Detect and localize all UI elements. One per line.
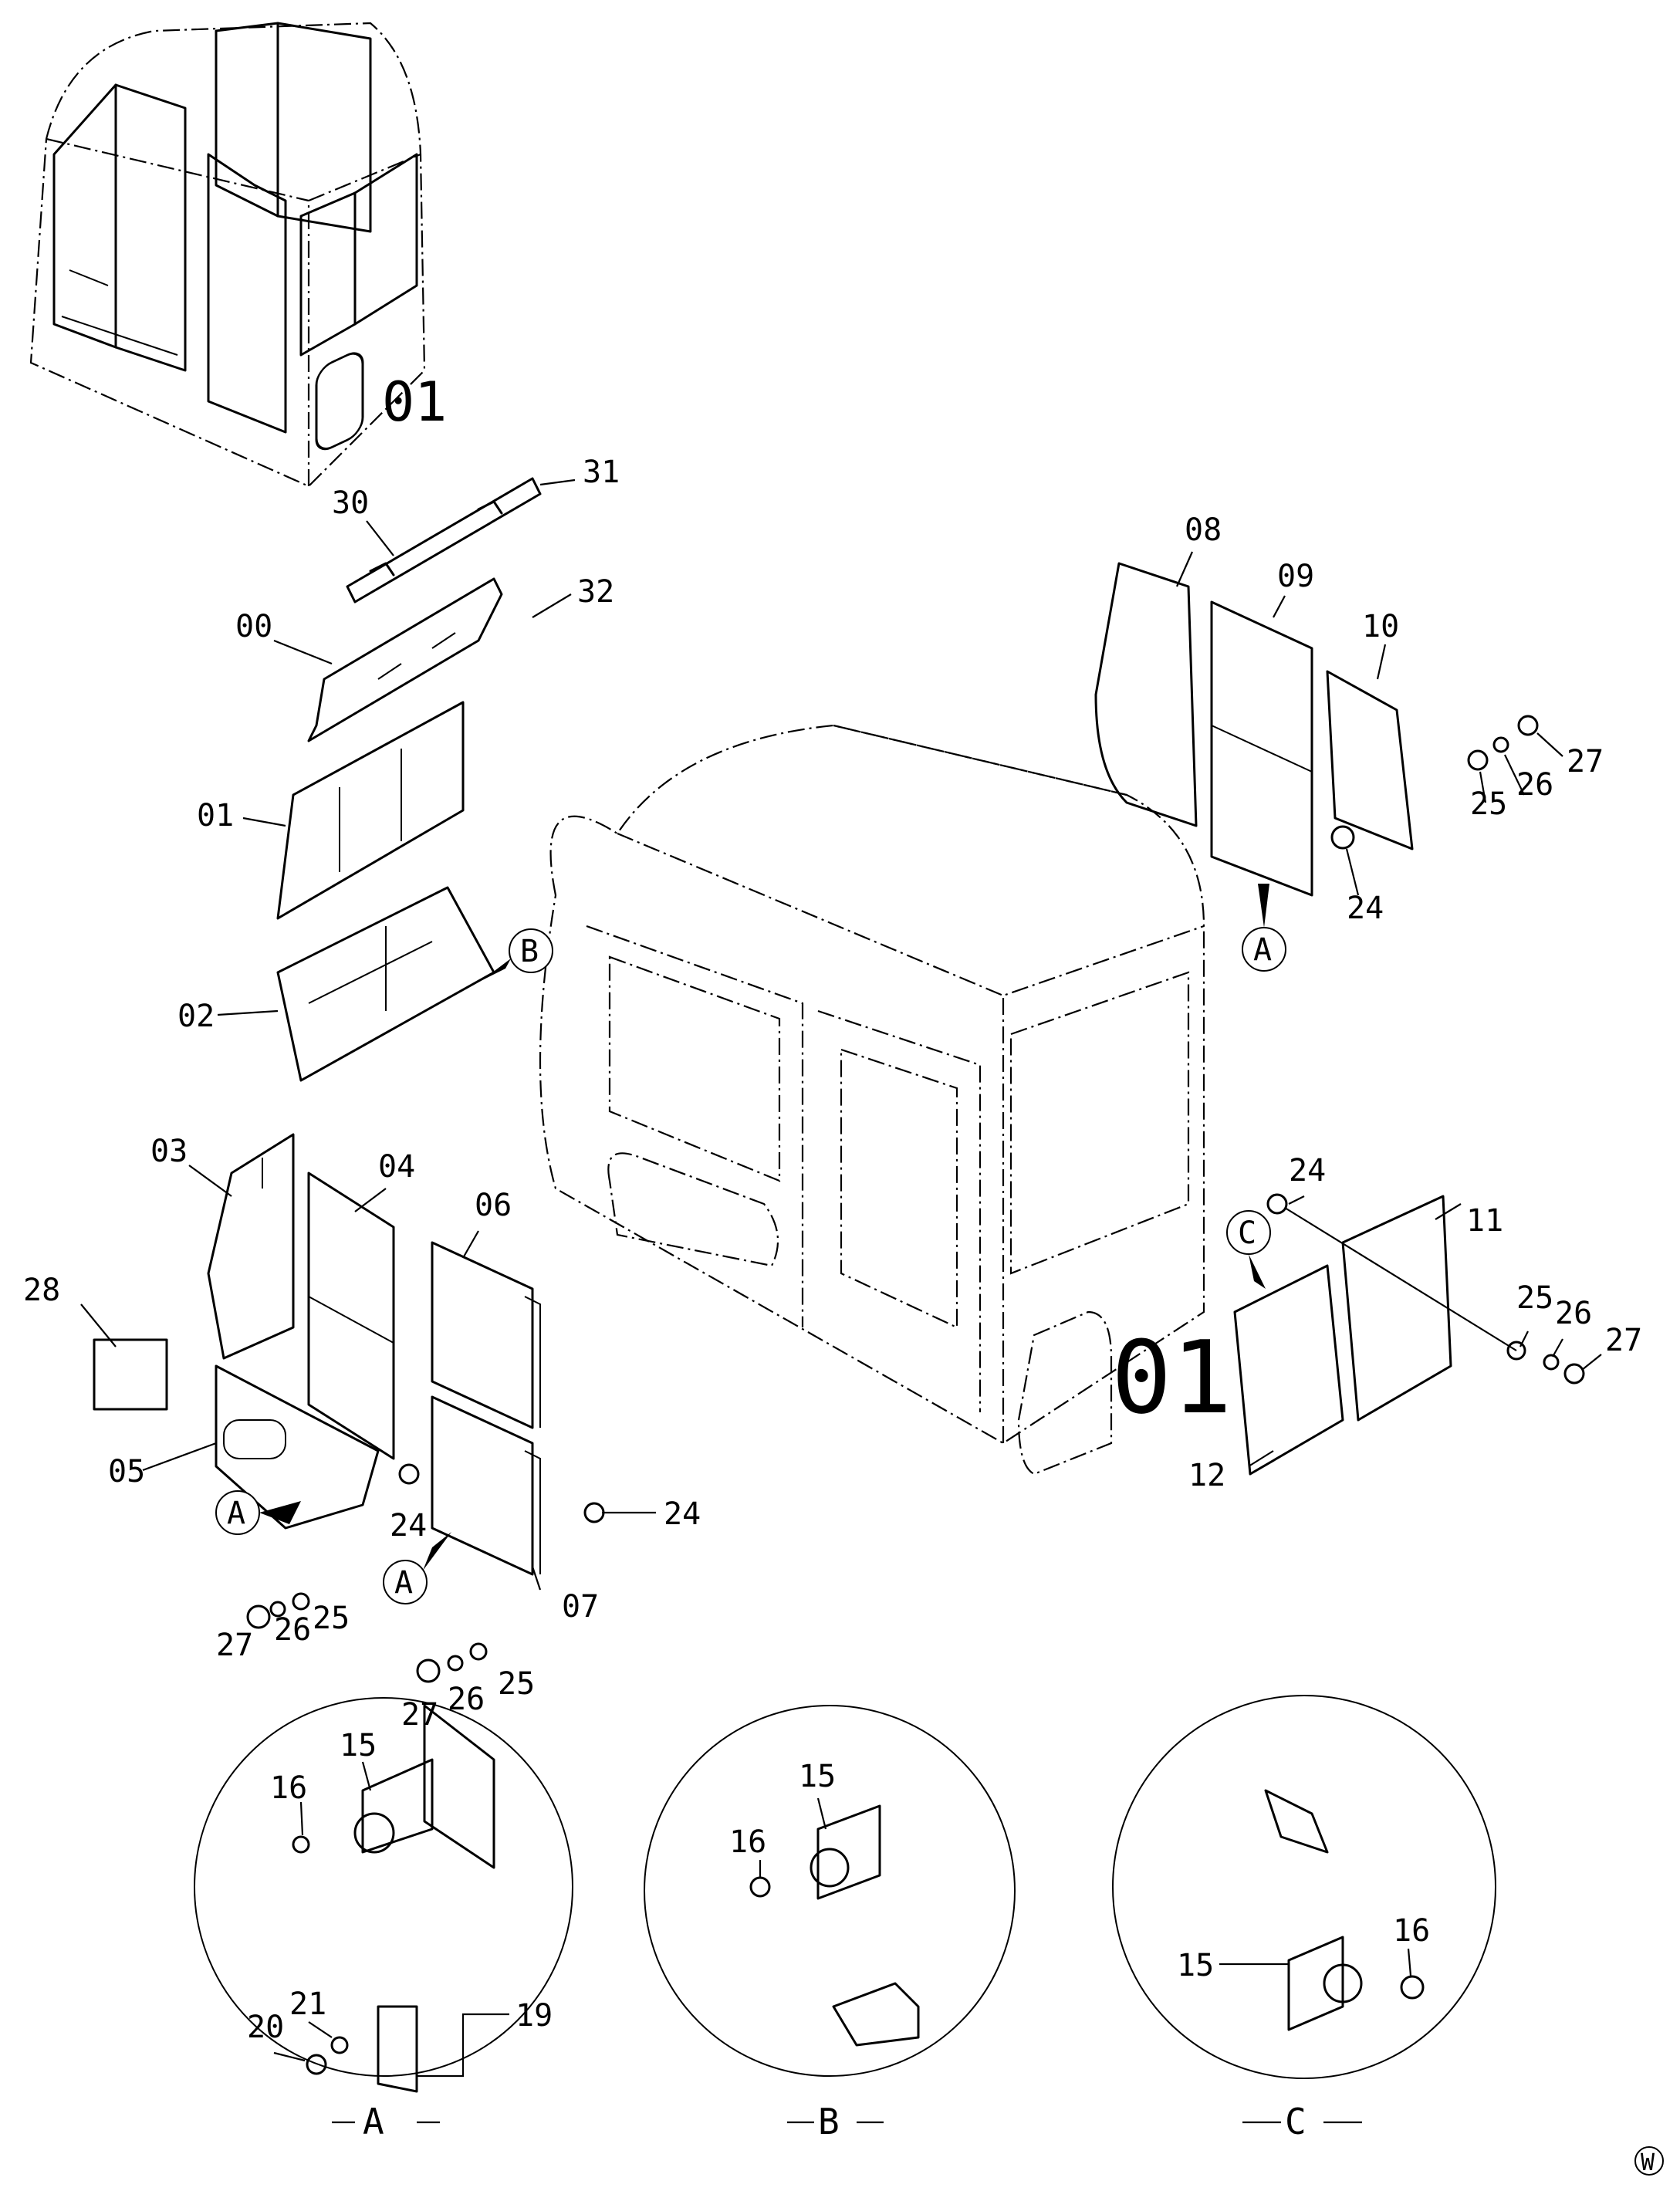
part-label-27-right-top: 27	[1567, 744, 1604, 779]
hardware-right-top	[1330, 715, 1539, 850]
panel-00	[307, 577, 503, 742]
part-label-24-mid: 24	[664, 1496, 701, 1532]
svg-text:B: B	[520, 934, 539, 969]
part-label-31: 31	[583, 455, 620, 490]
detail-label-c: C	[1285, 2101, 1306, 2142]
panel-11	[1341, 1195, 1452, 1422]
detail-label-b: B	[818, 2101, 840, 2142]
part-label-24-left: 24	[390, 1508, 427, 1544]
part-label-25-right-lower: 25	[1516, 1280, 1553, 1316]
detail-label-a: A	[363, 2101, 384, 2142]
svg-text:C: C	[1238, 1216, 1256, 1251]
part-label-16-a: 16	[270, 1770, 307, 1806]
part-label-27-mid: 27	[401, 1697, 438, 1733]
part-label-27-left: 27	[216, 1628, 253, 1663]
part-label-25-mid: 25	[498, 1666, 535, 1702]
label-plate-28	[93, 1338, 168, 1411]
panel-12	[1233, 1264, 1344, 1476]
part-label-12: 12	[1188, 1458, 1225, 1493]
panel-05	[215, 1364, 380, 1530]
panel-07	[431, 1395, 541, 1576]
callout-a-left: A	[215, 1490, 301, 1535]
panel-02	[276, 886, 495, 1082]
callout-a-mid: A	[383, 1532, 451, 1604]
corner-mark: W	[1634, 2146, 1664, 2176]
hardware-left	[246, 1463, 656, 1683]
part-labels: 30 31 32 00 01 02 03 04 06 28 05 24 24 0…	[23, 455, 1642, 2045]
part-label-26-right-lower: 26	[1555, 1296, 1592, 1331]
svg-text:A: A	[227, 1496, 245, 1531]
part-label-25-right-top: 25	[1470, 786, 1507, 822]
callout-c: C	[1226, 1210, 1271, 1289]
leader-lines	[80, 478, 1602, 2078]
panel-04	[307, 1172, 395, 1460]
part-label-20: 20	[247, 2010, 284, 2045]
svg-text:A: A	[1253, 932, 1272, 968]
part-label-30: 30	[332, 485, 369, 521]
assembled-cab-view: 01	[29, 22, 447, 488]
part-label-24-right-lower: 24	[1289, 1153, 1326, 1188]
detail-circle-b	[644, 1705, 1016, 2077]
part-label-21: 21	[289, 1986, 326, 2022]
panel-10	[1326, 670, 1414, 850]
panel-30-31	[346, 477, 542, 604]
part-label-16-c: 16	[1393, 1913, 1430, 1949]
part-label-05: 05	[108, 1454, 145, 1489]
part-label-25-left: 25	[313, 1601, 350, 1636]
part-label-04: 04	[378, 1149, 415, 1185]
callout-a-right: A	[1242, 884, 1286, 972]
part-label-10: 10	[1362, 609, 1399, 644]
part-label-15-b: 15	[799, 1759, 836, 1794]
part-label-24-right-top: 24	[1347, 891, 1384, 926]
part-label-27-right-lower: 27	[1605, 1323, 1642, 1358]
panel-06	[431, 1241, 541, 1429]
callout-b: B	[482, 928, 553, 980]
part-label-01: 01	[197, 798, 234, 833]
part-label-00: 00	[235, 609, 272, 644]
hardware-right-lower	[1266, 1193, 1585, 1385]
part-label-02: 02	[177, 999, 215, 1034]
part-label-03: 03	[150, 1134, 188, 1169]
part-label-16-b: 16	[729, 1824, 766, 1860]
panel-09	[1210, 600, 1313, 897]
cab-logo-small: 01	[382, 370, 447, 434]
part-label-26-right-top: 26	[1516, 767, 1553, 803]
svg-text:W: W	[1641, 2149, 1655, 2176]
part-label-26-left: 26	[274, 1612, 311, 1648]
panel-08	[1094, 562, 1198, 827]
detail-circle-c	[1112, 1695, 1496, 2079]
part-label-19: 19	[515, 1998, 553, 2034]
part-label-32: 32	[577, 574, 614, 610]
part-label-11: 11	[1466, 1203, 1503, 1239]
part-label-26-mid: 26	[448, 1682, 485, 1717]
detail-circle-a	[194, 1697, 573, 2093]
part-label-15-c: 15	[1177, 1948, 1214, 1983]
cab-logo: 01	[1111, 1319, 1232, 1436]
part-label-08: 08	[1185, 512, 1222, 548]
part-label-06: 06	[475, 1188, 512, 1223]
part-label-09: 09	[1277, 559, 1314, 594]
svg-text:A: A	[394, 1565, 413, 1601]
panel-01	[276, 701, 465, 920]
part-label-07: 07	[562, 1589, 599, 1625]
main-cab-outline: 01	[539, 724, 1232, 1476]
panel-03	[207, 1133, 295, 1360]
part-label-15-a: 15	[340, 1728, 377, 1763]
part-label-28: 28	[23, 1273, 60, 1308]
